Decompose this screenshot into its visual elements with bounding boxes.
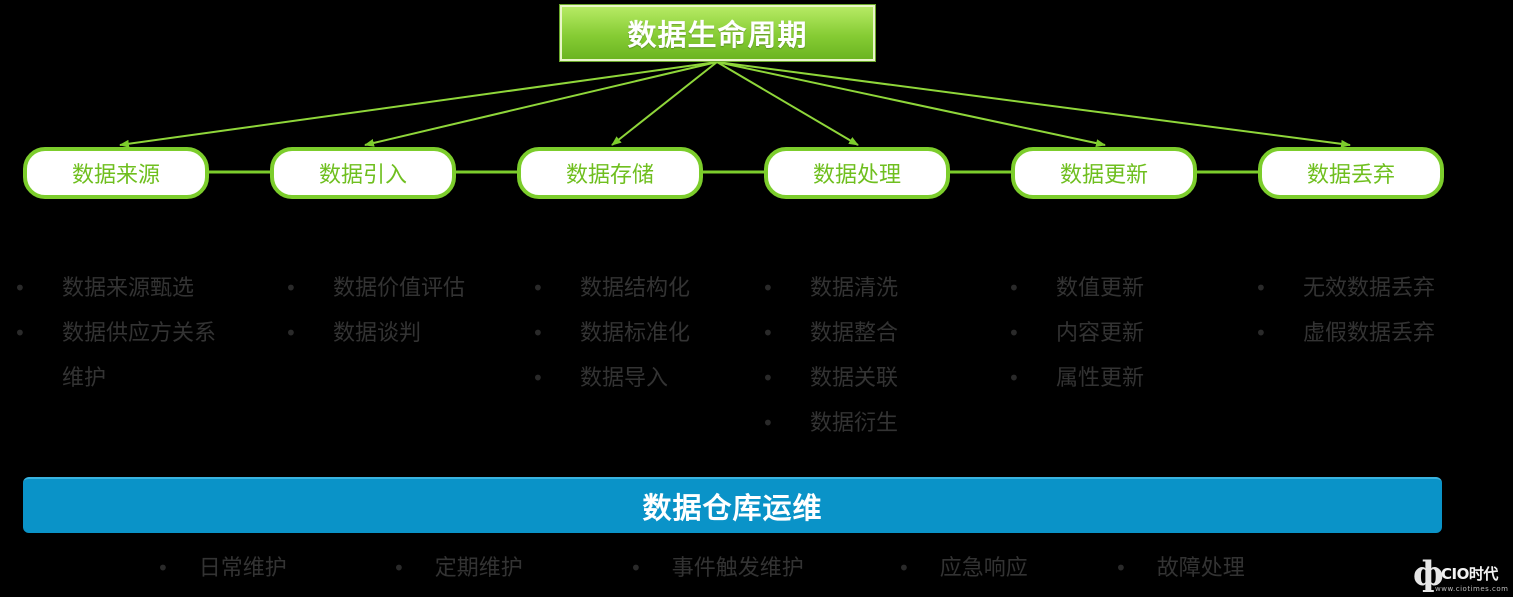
bullet-icon: • bbox=[898, 556, 910, 580]
arrow-to-stage-2 bbox=[364, 61, 718, 147]
list-item: 数据谈判 bbox=[285, 311, 465, 356]
ingest-detail-list: 数据价值评估 数据谈判 bbox=[285, 266, 465, 356]
list-item: 数据供应方关系 bbox=[14, 311, 216, 356]
ops-item-label: 故障处理 bbox=[1156, 556, 1245, 581]
logo-url: www.ciotimes.com bbox=[1435, 585, 1509, 593]
logo-text: CIO时代 bbox=[1441, 565, 1498, 583]
list-item: 数据导入 bbox=[532, 356, 690, 401]
list-item: 数据整合 bbox=[762, 311, 898, 356]
source-detail-list: 数据来源甄选 数据供应方关系 维护 bbox=[14, 266, 216, 401]
list-item: 数据来源甄选 bbox=[14, 266, 216, 311]
ops-item: • 事件触发维护 bbox=[630, 548, 804, 589]
list-item: 虚假数据丢弃 bbox=[1255, 311, 1435, 356]
list-item: 数据关联 bbox=[762, 356, 898, 401]
warehouse-ops-banner: 数据仓库运维 bbox=[23, 477, 1442, 533]
stage-source: 数据来源 bbox=[23, 147, 209, 199]
list-item: 数据标准化 bbox=[532, 311, 690, 356]
stage-ingest: 数据引入 bbox=[270, 147, 456, 199]
list-item: 数值更新 bbox=[1008, 266, 1144, 311]
bullet-icon: • bbox=[393, 556, 405, 580]
list-item: 数据结构化 bbox=[532, 266, 690, 311]
list-item: 数据价值评估 bbox=[285, 266, 465, 311]
ops-item-label: 应急响应 bbox=[939, 556, 1028, 581]
stage-process: 数据处理 bbox=[764, 147, 950, 199]
bullet-icon: • bbox=[630, 556, 642, 580]
arrow-to-stage-3 bbox=[611, 61, 718, 146]
arrow-to-stage-5 bbox=[716, 61, 1106, 148]
logo-icon: ф bbox=[1413, 554, 1444, 594]
arrow-to-stage-1 bbox=[119, 61, 718, 148]
ops-item: • 应急响应 bbox=[898, 548, 1028, 589]
bullet-icon: • bbox=[1115, 556, 1127, 580]
list-item: 无效数据丢弃 bbox=[1255, 266, 1435, 311]
ops-item-label: 定期维护 bbox=[434, 556, 523, 581]
list-item: 属性更新 bbox=[1008, 356, 1144, 401]
ops-item: • 定期维护 bbox=[393, 548, 523, 589]
stage-storage: 数据存储 bbox=[517, 147, 703, 199]
list-item: 维护 bbox=[62, 366, 107, 391]
ops-item-label: 日常维护 bbox=[198, 556, 287, 581]
arrow-to-stage-6 bbox=[716, 61, 1351, 148]
stage-update: 数据更新 bbox=[1011, 147, 1197, 199]
storage-detail-list: 数据结构化 数据标准化 数据导入 bbox=[532, 266, 690, 401]
list-item: 数据衍生 bbox=[762, 401, 898, 446]
discard-detail-list: 无效数据丢弃 虚假数据丢弃 bbox=[1255, 266, 1435, 356]
cio-logo: ф CIO时代 www.ciotimes.com bbox=[1413, 555, 1511, 595]
lifecycle-title: 数据生命周期 bbox=[559, 4, 876, 62]
update-detail-list: 数值更新 内容更新 属性更新 bbox=[1008, 266, 1144, 401]
list-item: 内容更新 bbox=[1008, 311, 1144, 356]
bullet-icon: • bbox=[157, 556, 169, 580]
process-detail-list: 数据清洗 数据整合 数据关联 数据衍生 bbox=[762, 266, 898, 446]
arrow-to-stage-4 bbox=[716, 61, 859, 146]
stage-discard: 数据丢弃 bbox=[1258, 147, 1444, 199]
ops-item-label: 事件触发维护 bbox=[671, 556, 804, 581]
ops-item: • 日常维护 bbox=[157, 548, 287, 589]
list-item: 数据清洗 bbox=[762, 266, 898, 311]
ops-item: • 故障处理 bbox=[1115, 548, 1245, 589]
